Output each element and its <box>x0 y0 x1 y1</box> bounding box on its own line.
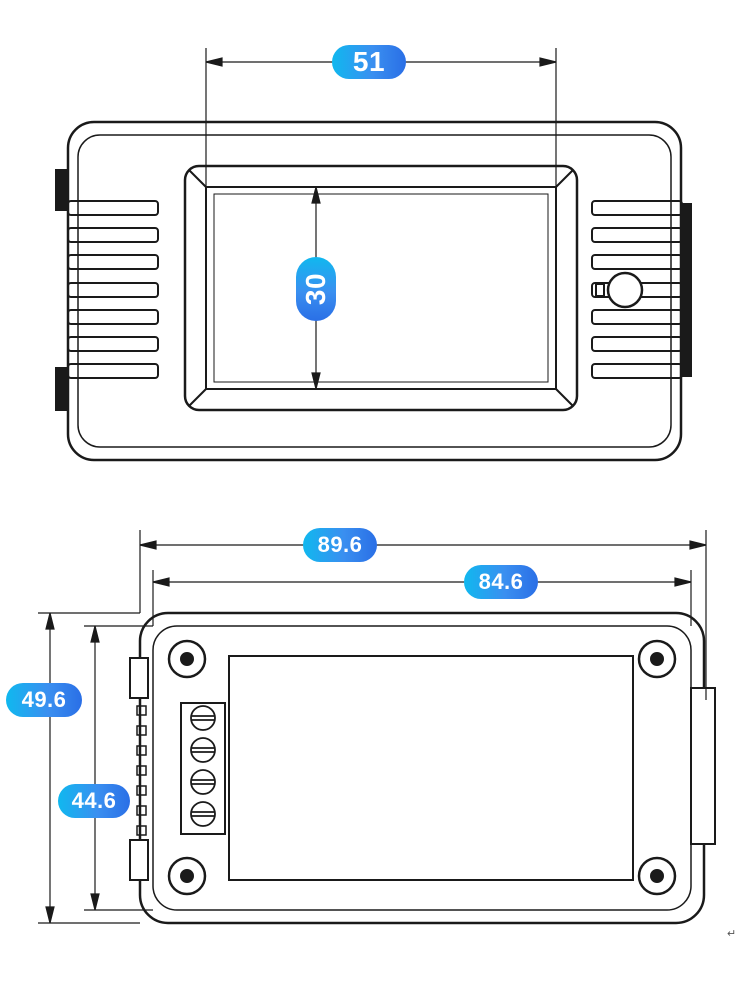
dimension-value: 30 <box>300 272 331 306</box>
front-display-bezel <box>183 164 579 412</box>
front-left-vents <box>67 200 159 379</box>
front-view <box>55 120 692 462</box>
dimension-badge-back-inner-width: 84.6 <box>464 565 538 599</box>
dimension-value: 84.6 <box>478 569 524 594</box>
back-left-clip-bottom <box>129 839 149 881</box>
return-mark: ↵ <box>727 928 737 940</box>
back-left-ribs <box>136 705 147 836</box>
front-button <box>606 271 644 309</box>
front-body-inner-outline <box>77 134 672 448</box>
front-left-clip-top <box>55 169 69 211</box>
dimension-badge-back-inner-height: 44.6 <box>58 784 130 818</box>
front-right-vents <box>591 200 683 379</box>
terminal-screws <box>190 705 216 827</box>
dimension-badge-front-height: 30 <box>296 257 336 321</box>
back-dimension-lines <box>38 530 707 924</box>
front-indicator-led <box>595 283 605 297</box>
dimension-value: 44.6 <box>71 788 117 813</box>
dimension-badge-back-outer-width: 89.6 <box>303 528 377 562</box>
dimension-value: 51 <box>352 46 386 77</box>
terminal-block <box>180 702 226 835</box>
front-display-screen <box>205 186 557 390</box>
back-panel <box>228 655 634 881</box>
back-left-clip-top <box>129 657 149 699</box>
back-view <box>129 611 716 925</box>
front-left-clip-bottom <box>55 367 69 411</box>
dimension-badge-back-outer-height: 49.6 <box>6 683 82 717</box>
dimension-value: 89.6 <box>317 532 363 557</box>
dimension-value: 49.6 <box>21 687 67 712</box>
back-right-connector <box>690 687 716 845</box>
dimension-badge-front-width: 51 <box>332 45 406 79</box>
mounting-holes <box>167 639 677 896</box>
front-display-inner <box>213 193 549 383</box>
